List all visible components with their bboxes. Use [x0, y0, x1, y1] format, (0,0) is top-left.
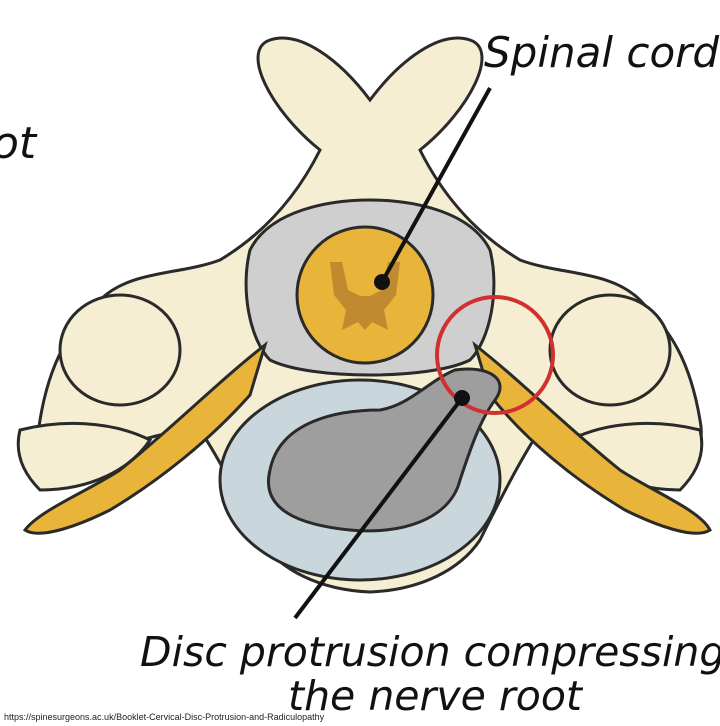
disc-leader-line: [293, 396, 464, 620]
disc-protrusion: [267, 367, 502, 533]
right-nerve-root: [472, 340, 712, 535]
spinal-cord: [295, 225, 435, 365]
disc-label-line2: the nerve root: [288, 672, 583, 720]
left-lateral-mass: [58, 293, 182, 407]
partial-nerve-root-label: ot: [0, 118, 37, 169]
intervertebral-disc: [218, 367, 502, 582]
left-nerve-root: [22, 340, 268, 535]
source-url: https://spinesurgeons.ac.uk/Booklet-Cerv…: [4, 712, 325, 722]
compression-highlight-circle: [435, 295, 555, 415]
gray-matter: [330, 262, 400, 330]
disc-marker-dot: [454, 390, 470, 406]
spinal-cord-label: Spinal cord: [484, 28, 720, 77]
spinal-cord-marker-dot: [374, 274, 390, 290]
right-lateral-mass: [548, 293, 672, 407]
disc-label-line1: Disc protrusion compressing: [140, 628, 720, 676]
spinal-cord-leader-line: [380, 87, 492, 283]
